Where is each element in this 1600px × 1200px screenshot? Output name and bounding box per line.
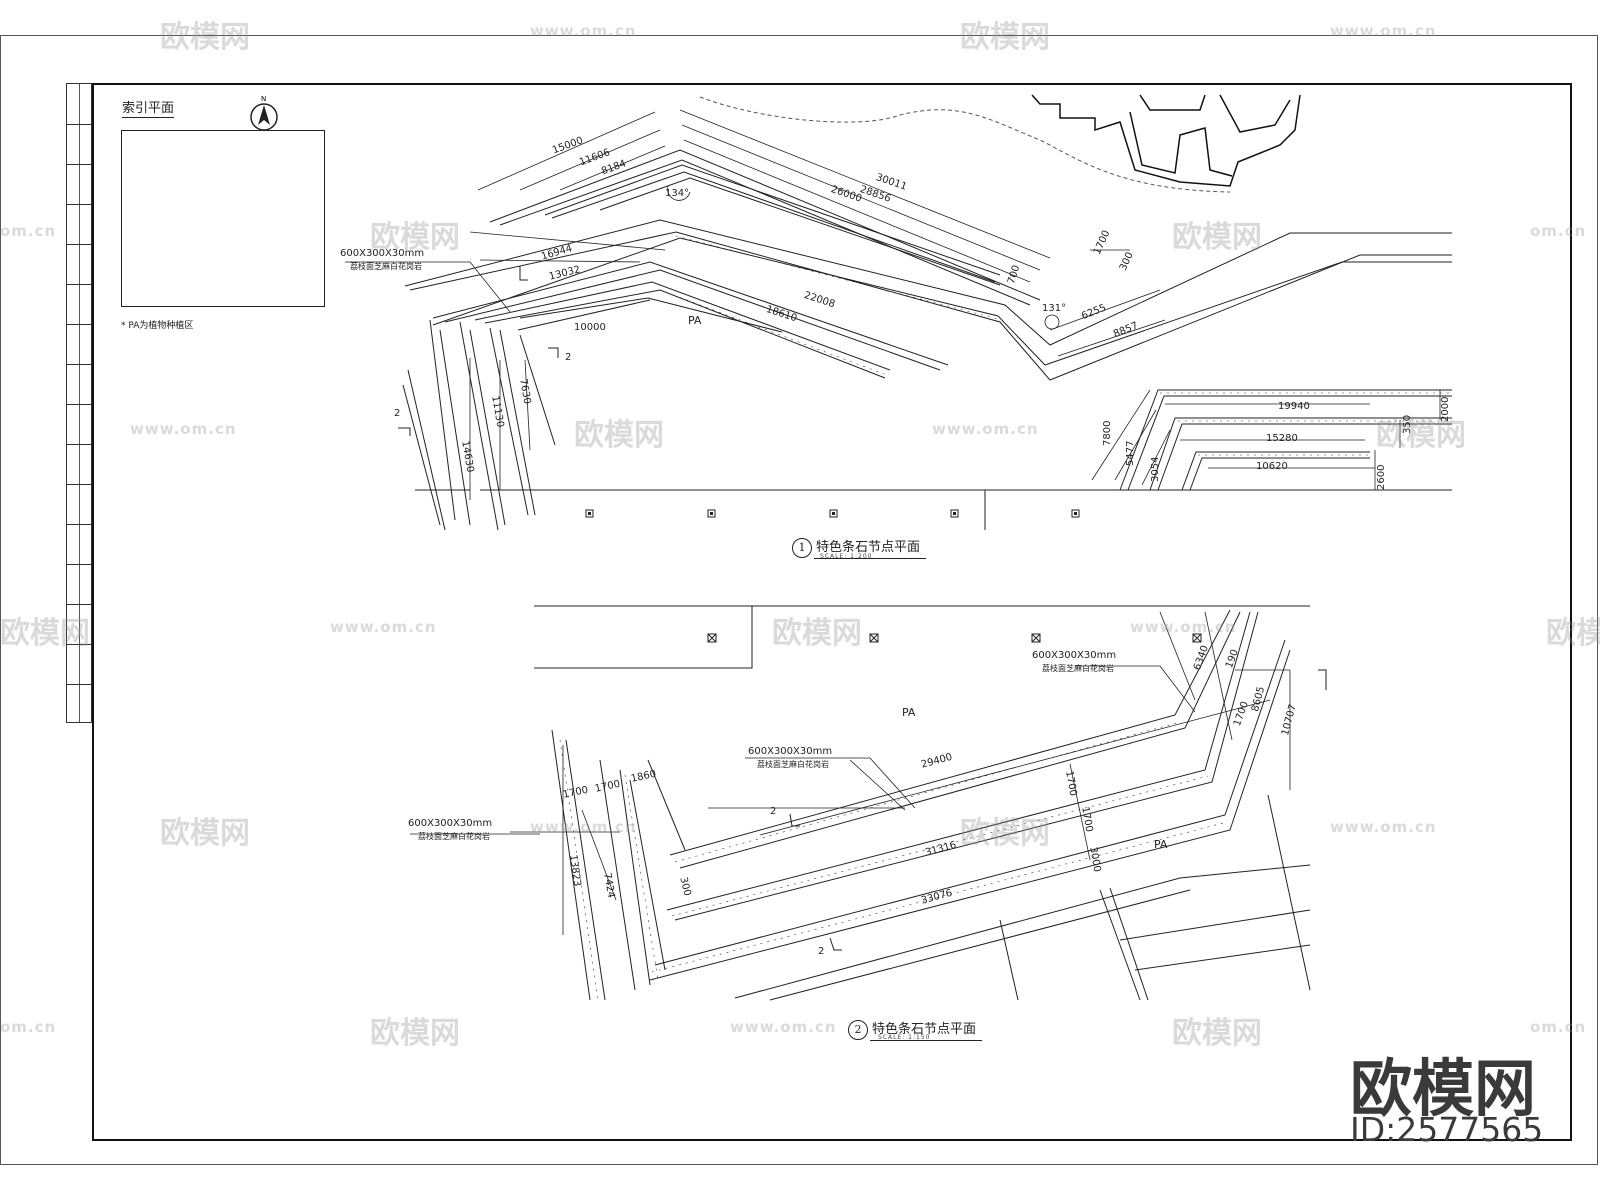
drawing-border bbox=[92, 83, 1572, 1141]
dimension-text: 7800 bbox=[1102, 420, 1113, 446]
material-size-label: 600X300X30mm bbox=[340, 248, 425, 259]
watermark-url: om.cn bbox=[1530, 1018, 1587, 1036]
material-size-label: 600X300X30mm bbox=[1032, 650, 1117, 661]
angle-text: 134° bbox=[665, 188, 690, 199]
watermark-url: www.om.cn bbox=[530, 818, 637, 836]
watermark-logo: 欧模网 bbox=[1376, 418, 1466, 453]
watermark-url: www.om.cn bbox=[330, 618, 437, 636]
material-size-label: 600X300X30mm bbox=[748, 746, 833, 757]
detail-title: 特色条石节点平面 bbox=[872, 1022, 977, 1037]
section-mark: 2 bbox=[818, 946, 825, 957]
watermark-url: www.om.cn bbox=[1330, 22, 1437, 40]
watermark-logo: 欧模网 bbox=[574, 418, 664, 453]
watermark-url: www.om.cn bbox=[932, 420, 1039, 438]
watermark-logo: 欧模网 bbox=[0, 616, 90, 651]
building-outline bbox=[1031, 94, 1301, 187]
watermark-logo: 欧模网 bbox=[370, 220, 460, 255]
section-mark: 2 bbox=[770, 806, 777, 817]
watermark-logo: 欧模网 bbox=[1172, 1016, 1262, 1051]
watermark-url: om.cn bbox=[0, 222, 57, 240]
planting-area-label: PA bbox=[1154, 838, 1168, 851]
watermark-url: www.om.cn bbox=[530, 22, 637, 40]
watermark-logo: 欧模网 bbox=[1546, 616, 1600, 651]
planting-area-label: PA bbox=[902, 706, 916, 719]
detail-title: 特色条石节点平面 bbox=[816, 540, 921, 555]
watermark-logo: 欧模网 bbox=[960, 20, 1050, 55]
watermark-url: www.om.cn bbox=[730, 1018, 837, 1036]
detail-scale: SCALE: 1:150 bbox=[878, 1034, 931, 1041]
watermark-logo: 欧模网 bbox=[960, 816, 1050, 851]
watermark-url: om.cn bbox=[1530, 222, 1587, 240]
watermark-url: www.om.cn bbox=[1130, 618, 1237, 636]
watermark-logo: 欧模网 bbox=[160, 20, 250, 55]
watermark-logo: 欧模网 bbox=[160, 816, 250, 851]
dimension-text: 19940 bbox=[1278, 401, 1310, 412]
detail-caption-1: 1 特色条石节点平面 bbox=[792, 536, 927, 559]
index-plan-title: 索引平面 bbox=[122, 97, 175, 118]
detail-scale: SCALE: 1:200 bbox=[820, 553, 873, 560]
index-plan-box bbox=[121, 130, 325, 307]
watermark-url: www.om.cn bbox=[1330, 818, 1437, 836]
watermark-url: om.cn bbox=[0, 1018, 57, 1036]
material-size-label: 600X300X30mm bbox=[408, 818, 493, 829]
dimension-text: 2600 bbox=[1376, 464, 1387, 490]
watermark-logo: 欧模网 bbox=[772, 616, 862, 651]
dimension-text: 10000 bbox=[574, 322, 606, 333]
dimension-text: 5477 bbox=[1125, 440, 1136, 466]
watermark-logo: 欧模网 bbox=[1172, 220, 1262, 255]
detail-number: 1 bbox=[792, 538, 812, 558]
watermark-brand-large: 欧模网 bbox=[1350, 1052, 1537, 1125]
svg-text:N: N bbox=[261, 95, 266, 103]
dimension-text: 15280 bbox=[1266, 433, 1298, 444]
detail-caption-2: 2 特色条石节点平面 bbox=[848, 1018, 983, 1041]
section-mark: 2 bbox=[394, 408, 401, 419]
angle-text: 131° bbox=[1042, 303, 1067, 314]
material-desc-label: 荔枝面芝麻白花岗岩 bbox=[1042, 664, 1114, 673]
watermark-id: ID:2577565 bbox=[1350, 1110, 1544, 1149]
material-desc-label: 荔枝面芝麻白花岗岩 bbox=[350, 262, 422, 271]
dimension-text: 3054 bbox=[1150, 456, 1161, 482]
watermark-url: www.om.cn bbox=[130, 420, 237, 438]
planting-area-label: PA bbox=[688, 314, 702, 327]
title-block bbox=[66, 83, 92, 723]
material-desc-label: 荔枝面芝麻白花岗岩 bbox=[418, 832, 490, 841]
planting-area-note: * PA为植物种植区 bbox=[121, 321, 194, 331]
watermark-logo: 欧模网 bbox=[370, 1016, 460, 1051]
dimension-text: 10620 bbox=[1256, 461, 1288, 472]
section-mark: 2 bbox=[565, 352, 572, 363]
north-arrow-icon: N bbox=[250, 95, 278, 131]
detail-number: 2 bbox=[848, 1020, 868, 1040]
outer-frame bbox=[0, 35, 1598, 1165]
material-desc-label: 荔枝面芝麻白花岗岩 bbox=[757, 760, 829, 769]
